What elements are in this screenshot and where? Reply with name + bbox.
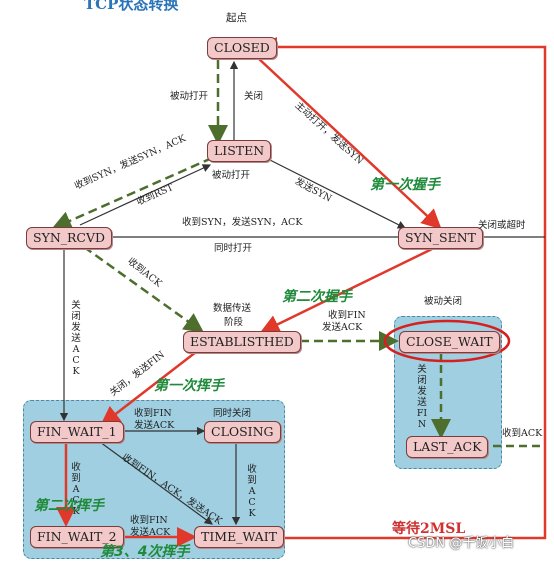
state-syn-rcvd: SYN_RCVD (26, 227, 113, 249)
label-simultaneous-open: 同时打开 (214, 243, 253, 254)
label-recv-fin-3: 收到FIN (130, 515, 168, 526)
label-recv-fin-2: 收到FIN (134, 408, 172, 419)
label-close-send-ack: 关闭发送ACK (71, 300, 81, 377)
label-send-ack-2: 发送ACK (134, 420, 175, 431)
note-third-fourth-wave: 第3、4次挥手 (100, 544, 190, 560)
label-recv-ack-5: 收到ACK (502, 428, 543, 439)
diagram-title: TCP状态转换 (84, 0, 179, 13)
state-listen: LISTEN (207, 140, 272, 162)
label-passive-open: 被动打开 (170, 91, 209, 102)
label-data-transfer-1: 数据传送 (213, 303, 252, 314)
state-closing: CLOSING (204, 421, 281, 443)
label-passive-close: 被动关闭 (424, 296, 463, 307)
state-established: ESTABLISTHED (183, 331, 301, 353)
state-fin-wait-1: FIN_WAIT_1 (30, 421, 124, 443)
state-syn-sent: SYN_SENT (398, 227, 483, 249)
state-close-wait: CLOSE_WAIT (399, 331, 500, 353)
label-recv-fin-1: 收到FIN (328, 310, 366, 321)
state-last-ack: LAST_ACK (406, 436, 489, 458)
label-passive-open-2: 被动打开 (212, 170, 251, 181)
state-time-wait: TIME_WAIT (194, 526, 284, 548)
label-close-send-fin-vertical: 关闭发送FIN (416, 364, 428, 430)
note-wait-2msl: 等待2MSL (392, 521, 466, 537)
note-first-wave: 第一次挥手 (154, 378, 224, 394)
label-send-ack-3: 发送ACK (130, 527, 171, 538)
label-simul-close: 同时关闭 (213, 408, 252, 419)
label-recv-ack-2: 收到ACK (71, 462, 81, 517)
watermark: CSDN @千饭小白 (408, 536, 515, 551)
label-data-transfer-2: 阶段 (224, 317, 244, 328)
start-label: 起点 (226, 12, 247, 24)
label-recv-ack-3: 收到ACK (247, 464, 257, 519)
note-first-handshake: 第一次握手 (370, 177, 440, 193)
label-recv-syn-send-syn-ack-2: 收到SYN，发送SYN，ACK (182, 217, 303, 228)
note-second-wave: 第二次挥手 (34, 498, 104, 514)
state-closed: CLOSED (207, 37, 277, 59)
label-close: 关闭 (244, 91, 264, 102)
label-send-ack-1: 发送ACK (322, 322, 363, 333)
state-fin-wait-2: FIN_WAIT_2 (30, 526, 124, 548)
note-second-handshake: 第二次握手 (282, 289, 352, 305)
label-close-or-timeout: 关闭或超时 (478, 220, 526, 231)
